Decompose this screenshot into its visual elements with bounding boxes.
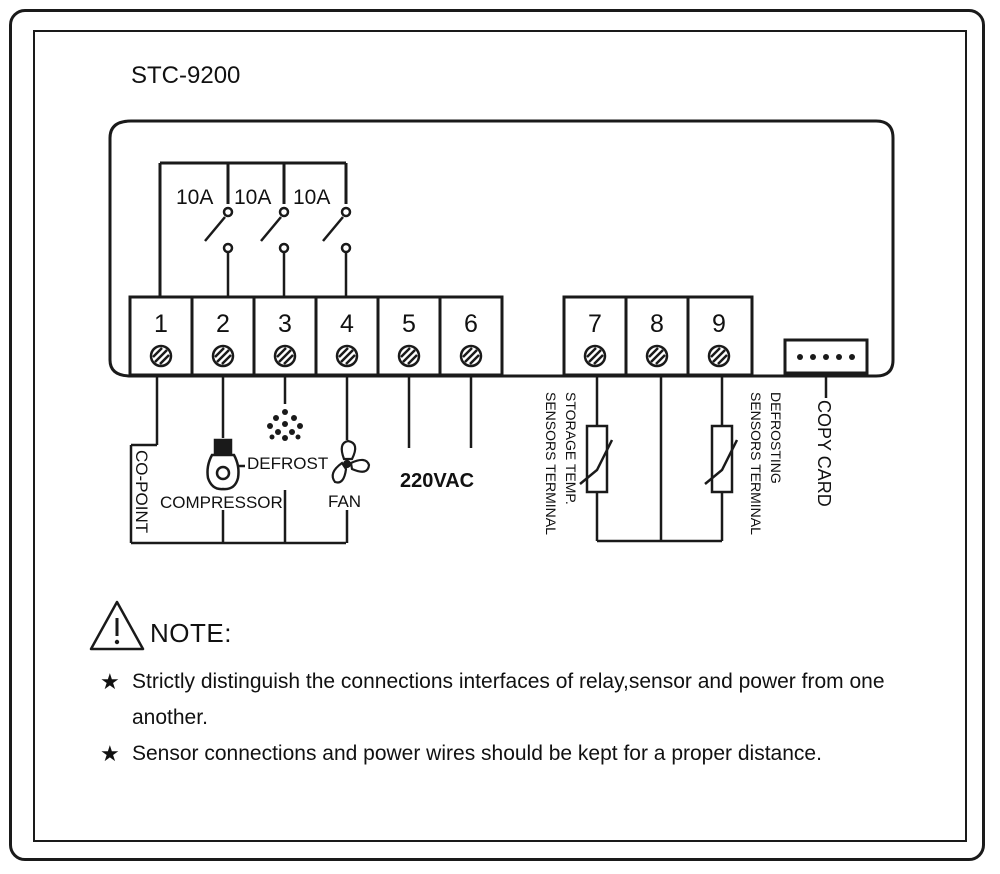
terminal-number-9: 9 [712, 310, 726, 338]
output-wiring [129, 375, 473, 545]
note-title: NOTE: [150, 618, 232, 648]
note-text: Sensor connections and power wires shoul… [132, 742, 822, 765]
fan-label: FAN [328, 492, 361, 511]
terminal-screw-8 [645, 344, 669, 368]
controller-body [108, 119, 895, 378]
defrost-label: DEFROST [247, 454, 328, 473]
defrost-sensor-label-line2: SENSORS TERMINAL [748, 392, 764, 535]
copy-card-label: COPY CARD [814, 400, 834, 507]
relay-contact-3 [322, 206, 352, 297]
terminal-screw-6 [459, 344, 483, 368]
terminal-number-8: 8 [650, 310, 664, 338]
terminal-block-main [128, 295, 504, 377]
co-point-label: CO-POINT [132, 450, 151, 533]
terminal-screw-4 [335, 344, 359, 368]
storage-sensor-label-line1: STORAGE TEMP. [563, 392, 579, 505]
warning-icon [89, 600, 145, 651]
terminal-block-sensor [562, 295, 754, 377]
relay-rating-3: 10A [293, 186, 330, 209]
storage-sensor-thermistor [579, 424, 614, 494]
relay-contact-1 [204, 206, 234, 297]
note-list: ★ Strictly distinguish the connections i… [98, 664, 932, 772]
terminal-screw-2 [211, 344, 235, 368]
snowflake-icon [267, 409, 303, 441]
defrost-sensor-thermistor [704, 424, 739, 494]
sensor-wiring [595, 375, 724, 543]
star-icon: ★ [100, 741, 120, 766]
terminal-screw-7 [583, 344, 607, 368]
relay-rating-2: 10A [234, 186, 271, 209]
fan-icon [331, 439, 371, 484]
star-icon: ★ [100, 669, 120, 694]
terminal-screw-1 [149, 344, 173, 368]
copy-card-connector [783, 338, 869, 398]
storage-sensor-label-line2: SENSORS TERMINAL [543, 392, 559, 535]
compressor-label: COMPRESSOR [160, 493, 283, 512]
outer-frame [9, 9, 985, 861]
note-item: ★ Sensor connections and power wires sho… [98, 736, 932, 772]
model-title: STC-9200 [131, 62, 240, 89]
terminal-number-2: 2 [216, 310, 230, 338]
terminal-screw-9 [707, 344, 731, 368]
defrost-sensor-label-line1: DEFROSTING [768, 392, 784, 484]
power-label: 220VAC [400, 470, 474, 492]
relay-contact-2 [260, 206, 290, 297]
terminal-number-4: 4 [340, 310, 354, 338]
note-item: ★ Strictly distinguish the connections i… [98, 664, 932, 736]
compressor-icon [206, 438, 245, 491]
terminal-number-3: 3 [278, 310, 292, 338]
terminal-number-5: 5 [402, 310, 416, 338]
relay-bus [158, 161, 348, 297]
terminal-number-6: 6 [464, 310, 478, 338]
terminal-number-1: 1 [154, 310, 168, 338]
terminal-screw-5 [397, 344, 421, 368]
terminal-number-7: 7 [588, 310, 602, 338]
note-text: Strictly distinguish the connections int… [132, 670, 885, 729]
terminal-screw-3 [273, 344, 297, 368]
relay-rating-1: 10A [176, 186, 213, 209]
inner-frame [33, 30, 967, 842]
